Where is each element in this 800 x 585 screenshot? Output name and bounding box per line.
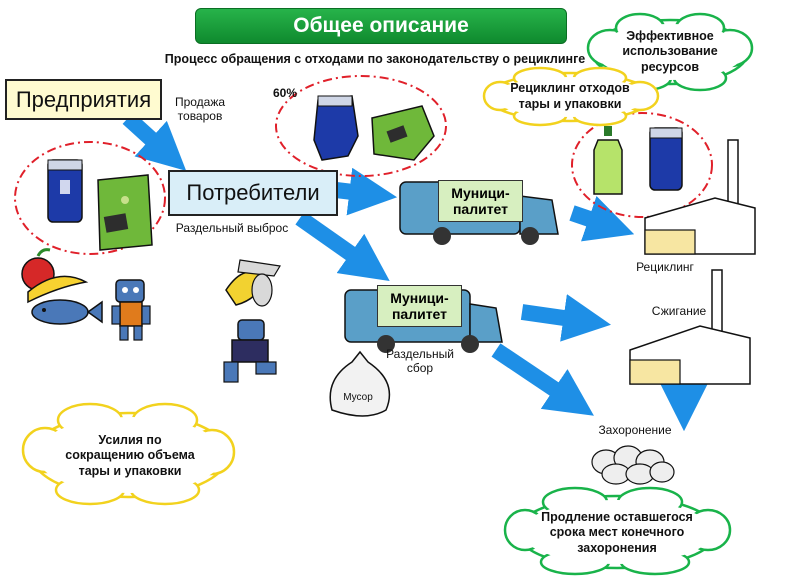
separate-disposal-label: Раздельный выброс	[175, 221, 289, 235]
broken-robot-icon	[223, 319, 277, 383]
municipality-box-1: Муници- палитет	[438, 180, 523, 222]
snack-bag-icon	[97, 174, 153, 251]
consumers-box: Потребители	[168, 170, 338, 216]
separate-collection-label: Раздельный сбор	[386, 347, 454, 376]
incineration-label: Сжигание	[651, 304, 707, 318]
landfill-bags-icon	[591, 445, 675, 485]
sales-label: Продажа товаров	[174, 95, 226, 124]
arrow-consumers-to-muni1	[335, 167, 398, 216]
dashed-ellipse-recycled	[571, 112, 713, 218]
garbage-bag-label: Мусор	[343, 392, 373, 403]
landfill-label: Захоронение	[598, 423, 672, 437]
percent-label: 60%	[272, 86, 298, 100]
arrow-consumers-to-muni2	[295, 211, 390, 282]
crushed-bag-icon	[371, 105, 435, 161]
dashed-ellipse-60pct	[275, 75, 447, 177]
crushed-can-icon	[313, 95, 359, 161]
municipality-box-2: Муници- палитет	[377, 285, 462, 327]
pet-bottle-icon	[593, 126, 623, 195]
arrow-muni1-to-recycling	[569, 195, 635, 242]
cloud-reduction-text: Усилия по сокращению объема тары и упако…	[65, 432, 195, 478]
dashed-ellipse-products	[14, 141, 166, 255]
flow-arrows	[122, 112, 708, 432]
page-subtitle: Процесс обращения с отходами по законода…	[164, 52, 586, 66]
cloud-landfill-extension-text: Продление оставшегося срока мест конечно…	[541, 509, 693, 555]
cloud-fill	[596, 24, 744, 80]
enterprises-box: Предприятия	[5, 79, 162, 120]
food-waste-icon	[225, 259, 281, 307]
arrow-muni2-to-landfill	[491, 343, 594, 416]
dashed-ellipses	[14, 75, 713, 255]
recycling-label: Рециклинг	[636, 260, 694, 274]
fruit-and-fish-icon	[21, 248, 103, 325]
can-icon	[47, 159, 83, 223]
cloud-container-recycling-text: Рециклинг отходов тары и упаковки	[510, 81, 630, 111]
arrow-enterprises-to-consumers	[122, 112, 187, 171]
incineration-plant-icon	[629, 269, 751, 385]
page-title: Общее описание	[195, 8, 567, 44]
recycled-can-icon	[649, 127, 683, 191]
cloud-efficient-use-text: Эффективное использование ресурсов	[622, 28, 718, 74]
recycling-factory-icon	[644, 139, 756, 255]
arrow-muni2-to-incineration	[520, 294, 612, 342]
garbage-bag-icon	[329, 350, 391, 417]
robot-icon	[111, 279, 151, 341]
